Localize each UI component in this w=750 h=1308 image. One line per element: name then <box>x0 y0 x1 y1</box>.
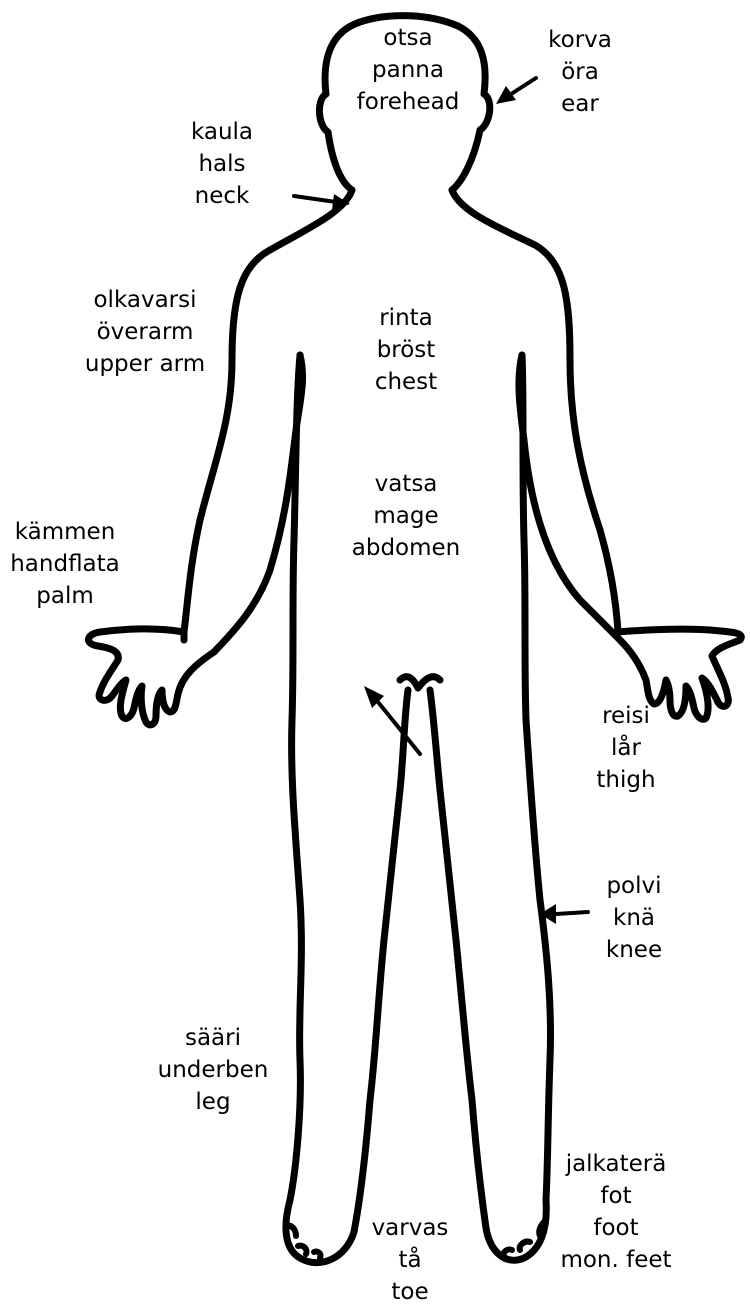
label-leg-fi: sääri <box>150 1022 276 1054</box>
label-palm-sv: handflata <box>2 548 128 580</box>
label-upper-arm-fi: olkavarsi <box>72 284 218 316</box>
label-toe-fi: varvas <box>360 1212 460 1244</box>
label-neck-en: neck <box>172 180 272 212</box>
label-toe-sv: tå <box>360 1244 460 1276</box>
label-thigh-sv: lår <box>576 732 676 764</box>
crotch-arrow <box>364 686 420 754</box>
label-abdomen: vatsa mage abdomen <box>348 468 464 564</box>
label-leg: sääri underben leg <box>150 1022 276 1118</box>
label-knee-fi: polvi <box>584 870 684 902</box>
label-toe-en: toe <box>360 1276 460 1308</box>
label-forehead-fi: otsa <box>340 22 476 54</box>
label-chest: rinta bröst chest <box>356 302 456 398</box>
knee-arrow <box>540 904 588 924</box>
label-ear-sv: öra <box>530 56 630 88</box>
label-foot-en: foot <box>548 1212 684 1244</box>
label-neck-fi: kaula <box>172 116 272 148</box>
label-chest-fi: rinta <box>356 302 456 334</box>
left-hand-outline <box>88 629 214 725</box>
label-upper-arm-sv: överarm <box>72 316 218 348</box>
label-thigh: reisi lår thigh <box>576 700 676 796</box>
label-forehead-en: forehead <box>340 86 476 118</box>
label-neck-sv: hals <box>172 148 272 180</box>
label-palm-fi: kämmen <box>2 516 128 548</box>
label-foot-fi: jalkaterä <box>548 1148 684 1180</box>
crotch-outline <box>400 677 440 688</box>
label-palm-en: palm <box>2 580 128 612</box>
label-chest-sv: bröst <box>356 334 456 366</box>
label-forehead-sv: panna <box>340 54 476 86</box>
label-knee-en: knee <box>584 934 684 966</box>
label-upper-arm-en: upper arm <box>72 348 218 380</box>
label-abdomen-en: abdomen <box>348 532 464 564</box>
label-ear-fi: korva <box>530 24 630 56</box>
label-neck: kaula hals neck <box>172 116 272 212</box>
label-thigh-en: thigh <box>576 764 676 796</box>
label-forehead: otsa panna forehead <box>340 22 476 118</box>
label-foot-sv: fot <box>548 1180 684 1212</box>
label-abdomen-sv: mage <box>348 500 464 532</box>
label-abdomen-fi: vatsa <box>348 468 464 500</box>
torso-and-legs-outline <box>184 190 618 640</box>
label-foot: jalkaterä fot foot mon. feet <box>548 1148 684 1276</box>
label-ear-en: ear <box>530 88 630 120</box>
label-chest-en: chest <box>356 366 456 398</box>
label-ear: korva öra ear <box>530 24 630 120</box>
label-foot-plural: mon. feet <box>548 1244 684 1276</box>
label-leg-sv: underben <box>150 1054 276 1086</box>
label-palm: kämmen handflata palm <box>2 516 128 612</box>
label-thigh-fi: reisi <box>576 700 676 732</box>
label-upper-arm: olkavarsi överarm upper arm <box>72 284 218 380</box>
label-leg-en: leg <box>150 1086 276 1118</box>
label-toe: varvas tå toe <box>360 1212 460 1308</box>
label-knee: polvi knä knee <box>584 870 684 966</box>
label-knee-sv: knä <box>584 902 684 934</box>
